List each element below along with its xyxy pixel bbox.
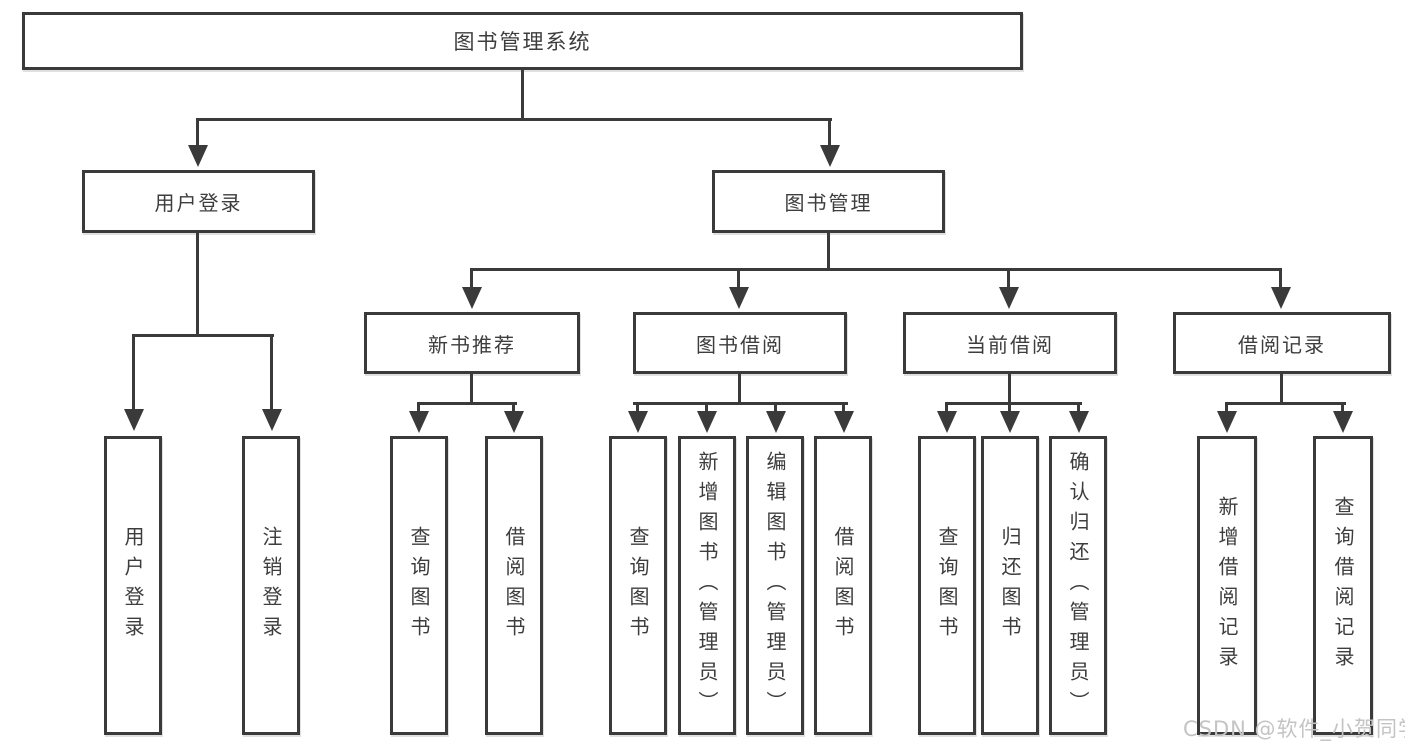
connector-group2-split — [633, 402, 848, 405]
node-user-login: 用户登录 — [82, 170, 315, 233]
arrow-group3-leaf2 — [1008, 402, 1011, 412]
leaf-current-query-books: 查询图书 — [918, 436, 976, 735]
node-book-management-label: 图书管理 — [784, 191, 873, 215]
leaf-borrowing-borrow-books-label: 借阅图书 — [831, 525, 855, 646]
arrow-to-book-borrowing — [737, 268, 740, 288]
leaf-edit-books-admin-label: 编辑图书（管理员） — [763, 450, 787, 721]
node-user-login-label: 用户登录 — [154, 191, 243, 215]
arrow-group3-leaf1 — [945, 402, 948, 412]
node-book-borrowing-label: 图书借阅 — [696, 332, 784, 357]
node-borrowing-records: 借阅记录 — [1173, 312, 1391, 374]
node-current-borrowing: 当前借阅 — [903, 312, 1117, 374]
arrow-group4-leaf2 — [1341, 402, 1344, 412]
arrow-to-book-management — [828, 118, 831, 146]
leaf-borrowing-borrow-books: 借阅图书 — [814, 436, 872, 735]
leaf-recommend-borrow-books-label: 借阅图书 — [502, 525, 526, 646]
node-borrowing-records-label: 借阅记录 — [1238, 332, 1326, 357]
leaf-current-query-books-label: 查询图书 — [935, 525, 959, 646]
connector-group1-stem — [470, 374, 473, 404]
leaf-confirm-return-admin: 确认归还（管理员） — [1049, 436, 1107, 735]
leaf-confirm-return-admin-label: 确认归还（管理员） — [1066, 450, 1090, 721]
leaf-recommend-query-books: 查询图书 — [390, 436, 448, 735]
arrow-group2-leaf2 — [705, 402, 708, 412]
connector-group4-stem — [1280, 374, 1283, 404]
connector-login-stem — [196, 233, 199, 336]
arrow-to-current-borrowing — [1007, 268, 1010, 288]
leaf-add-books-admin-label: 新增图书（管理员） — [695, 450, 719, 721]
leaf-return-books-label: 归还图书 — [998, 525, 1022, 646]
arrow-group2-leaf3 — [774, 402, 777, 412]
connector-root-split — [196, 118, 832, 121]
leaf-query-borrow-record: 查询借阅记录 — [1313, 436, 1373, 735]
node-new-book-recommendation: 新书推荐 — [364, 312, 580, 374]
arrow-group3-leaf3 — [1077, 402, 1080, 412]
arrow-group2-leaf1 — [636, 402, 639, 412]
leaf-user-login-label: 用户登录 — [121, 525, 145, 646]
connector-root-stem — [521, 70, 524, 119]
leaf-recommend-query-books-label: 查询图书 — [407, 525, 431, 646]
leaf-borrowing-query-books: 查询图书 — [609, 436, 667, 735]
connector-group2-stem — [738, 374, 741, 404]
leaf-logout: 注销登录 — [242, 436, 300, 735]
arrow-to-logout-leaf — [270, 334, 273, 410]
arrow-to-user-login-leaf — [132, 334, 135, 410]
leaf-return-books: 归还图书 — [981, 436, 1039, 735]
leaf-logout-label: 注销登录 — [259, 525, 283, 646]
arrow-to-user-login — [196, 118, 199, 146]
connector-group3-stem — [1008, 374, 1011, 404]
connector-mgmt-split — [470, 268, 1282, 271]
node-book-borrowing: 图书借阅 — [633, 312, 847, 374]
leaf-add-books-admin: 新增图书（管理员） — [678, 436, 736, 735]
leaf-add-borrow-record: 新增借阅记录 — [1197, 436, 1257, 735]
arrow-group4-leaf1 — [1225, 402, 1228, 412]
node-current-borrowing-label: 当前借阅 — [966, 332, 1054, 357]
leaf-add-borrow-record-label: 新增借阅记录 — [1215, 495, 1239, 676]
arrow-to-new-book-recommendation — [470, 268, 473, 288]
node-library-management-system-label: 图书管理系统 — [453, 30, 592, 54]
node-library-management-system: 图书管理系统 — [22, 12, 1023, 70]
arrow-group1-leaf2 — [512, 402, 515, 412]
leaf-borrowing-query-books-label: 查询图书 — [626, 525, 650, 646]
arrow-group2-leaf4 — [842, 402, 845, 412]
csdn-watermark: CSDN @软件_小贺同学 — [1183, 717, 1405, 741]
leaf-user-login: 用户登录 — [104, 436, 162, 735]
leaf-query-borrow-record-label: 查询借阅记录 — [1331, 495, 1355, 676]
connector-login-split — [133, 334, 274, 337]
connector-group4-split — [1225, 402, 1346, 405]
arrow-to-borrowing-records — [1279, 268, 1282, 288]
leaf-edit-books-admin: 编辑图书（管理员） — [746, 436, 804, 735]
arrow-group1-leaf1 — [417, 402, 420, 412]
leaf-recommend-borrow-books: 借阅图书 — [485, 436, 543, 735]
connector-group3-split — [945, 402, 1082, 405]
connector-group1-split — [417, 402, 517, 405]
node-new-book-recommendation-label: 新书推荐 — [428, 332, 516, 357]
connector-mgmt-stem — [827, 233, 830, 270]
node-book-management: 图书管理 — [712, 170, 945, 233]
